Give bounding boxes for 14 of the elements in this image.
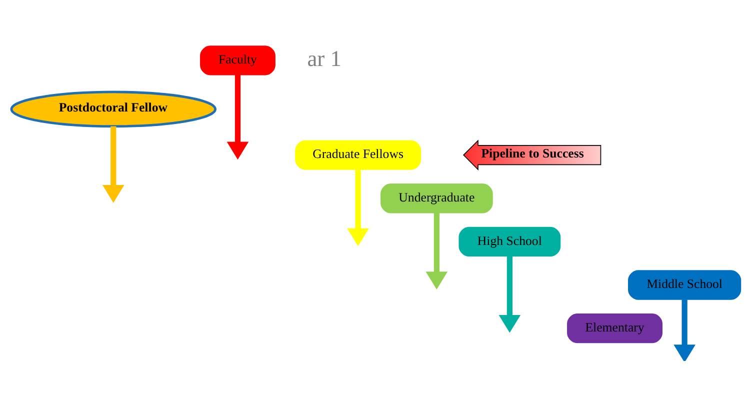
- node-box: Graduate Fellows: [295, 140, 422, 170]
- arrow: [226, 74, 249, 160]
- node-box: Faculty: [200, 46, 276, 76]
- arrow: [102, 126, 124, 203]
- node-box: Elementary: [567, 314, 662, 344]
- node-box: Undergraduate: [380, 184, 493, 214]
- arrow: [347, 170, 369, 246]
- arrow: [498, 256, 521, 333]
- node-box: High School: [458, 226, 561, 257]
- arrow: [426, 212, 448, 290]
- label: ar 1: [307, 46, 342, 71]
- node-ellipse: Postdoctoral Fellow: [10, 90, 217, 128]
- node-box: Middle School: [628, 270, 742, 300]
- arrow: [674, 300, 696, 361]
